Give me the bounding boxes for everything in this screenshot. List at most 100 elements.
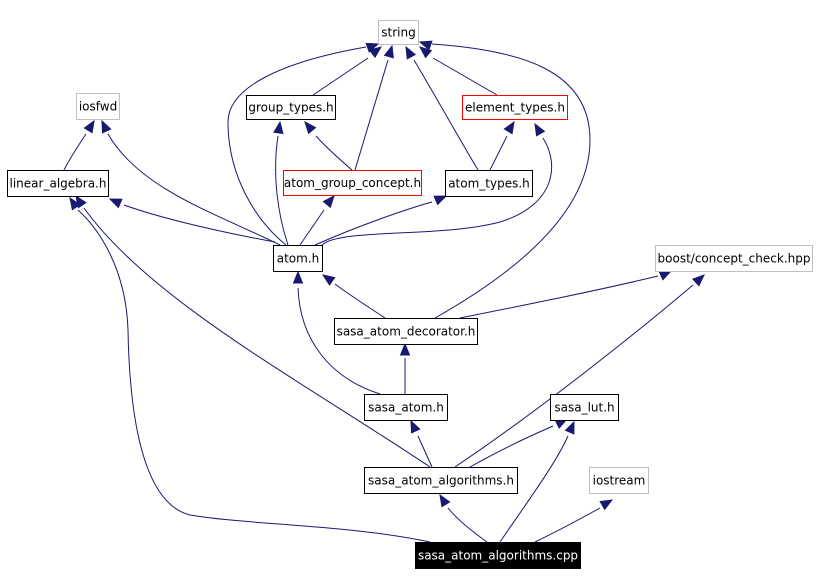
edge-line — [312, 57, 369, 96]
edge-atom-types-to-string — [405, 45, 479, 171]
node-iostream: iostream — [589, 467, 649, 494]
edge-sasa-atom-algorithms-h-to-sasa-lut — [469, 418, 569, 468]
edge-linear-algebra-to-iosfwd — [63, 119, 95, 171]
node-box — [415, 542, 581, 569]
edge-line — [417, 435, 433, 468]
node-box — [364, 394, 448, 421]
edge-arrowhead — [399, 342, 411, 356]
edge-line — [447, 507, 488, 543]
edge-line — [534, 507, 601, 543]
node-box — [283, 170, 422, 196]
edge-arrowhead — [658, 270, 673, 281]
edge-arrowhead — [691, 274, 705, 287]
node-box — [76, 93, 120, 120]
node-sasa-lut[interactable]: sasa_lut.h — [550, 394, 619, 421]
edge-line — [431, 43, 591, 319]
node-box — [364, 467, 518, 494]
node-atom-types[interactable]: atom_types.h — [445, 170, 533, 197]
node-sasa-atom[interactable]: sasa_atom.h — [364, 394, 448, 421]
edge-atom-group-concept-to-group-types — [304, 120, 353, 171]
edge-atom-to-element-types — [321, 122, 553, 246]
edge-sasa-atom-decorator-to-boost-concept-check — [459, 270, 673, 319]
edge-atom-to-iosfwd — [101, 119, 281, 246]
nodes-layer: string iosfwd group_types.h element_types.h… — [7, 20, 813, 569]
edge-arrowhead — [599, 499, 614, 511]
node-box — [589, 467, 649, 494]
edge-line — [489, 135, 508, 171]
edge-line — [321, 137, 553, 246]
node-boost-concept-check: boost/concept_check.hpp — [655, 245, 813, 272]
node-box — [273, 245, 323, 272]
edge-atom-group-concept-to-string — [354, 44, 394, 171]
node-string: string — [378, 20, 419, 45]
edge-line — [469, 425, 554, 468]
edge-atom-to-linear-algebra — [108, 198, 276, 243]
edge-line — [454, 284, 694, 468]
edge-arrowhead — [365, 42, 380, 53]
node-atom[interactable]: atom.h — [273, 245, 323, 272]
node-sasa-atom-decorator[interactable]: sasa_atom_decorator.h — [334, 318, 478, 345]
node-label: linear_algebra.h — [10, 177, 107, 191]
node-label: string — [381, 26, 415, 40]
edge-arrowhead — [433, 195, 448, 206]
node-box — [7, 170, 109, 197]
edge-arrowhead — [439, 493, 451, 508]
edge-line — [354, 59, 389, 171]
node-box — [378, 20, 419, 45]
edge-arrowhead — [418, 46, 433, 59]
edge-arrowhead — [83, 119, 95, 134]
node-label: sasa_atom_algorithms.h — [368, 474, 514, 488]
edge-line — [334, 283, 386, 319]
node-label: sasa_atom_algorithms.cpp — [418, 549, 578, 563]
edge-atom-to-atom-types — [314, 195, 448, 246]
edge-line — [413, 59, 479, 171]
edge-arrowhead — [101, 119, 112, 134]
edge-atom-to-string — [227, 42, 380, 246]
node-atom-group-concept[interactable]: atom_group_concept.h — [283, 170, 422, 196]
edge-sasa-atom-decorator-to-atom — [321, 274, 386, 319]
edge-arrowhead — [405, 45, 417, 60]
edge-line — [297, 287, 381, 395]
node-label: boost/concept_check.hpp — [658, 252, 811, 266]
node-label: atom.h — [277, 252, 320, 266]
node-box — [550, 394, 619, 421]
edge-sasa-atom-algorithms-cpp-to-linear-algebra — [69, 196, 431, 543]
edge-arrowhead — [69, 196, 81, 211]
node-label: element_types.h — [465, 101, 565, 115]
node-label: atom_group_concept.h — [284, 176, 421, 190]
node-sasa-atom-algorithms-cpp[interactable]: sasa_atom_algorithms.cpp — [415, 542, 581, 569]
edge-arrowhead — [108, 198, 123, 209]
edge-sasa-atom-decorator-to-string — [418, 40, 591, 319]
edge-line — [315, 135, 353, 171]
edge-line — [314, 201, 433, 246]
edge-arrowhead — [503, 120, 515, 135]
edge-line — [227, 46, 367, 246]
edge-group-types-to-string — [312, 46, 383, 96]
edge-sasa-atom-to-atom — [292, 270, 381, 395]
edge-sasa-atom-algorithms-cpp-to-sasa-atom-algorithms-h — [439, 493, 488, 543]
node-label: sasa_atom.h — [368, 401, 444, 415]
edge-line — [107, 133, 281, 246]
node-label: iostream — [593, 474, 646, 488]
node-label: iosfwd — [79, 100, 117, 114]
edge-atom-to-group-types — [273, 120, 289, 246]
edge-line — [63, 133, 87, 171]
node-box — [246, 95, 336, 120]
node-linear-algebra[interactable]: linear_algebra.h — [7, 170, 109, 197]
edge-arrowhead — [322, 194, 335, 209]
edge-line — [299, 209, 325, 246]
edge-sasa-atom-algorithms-cpp-to-sasa-lut — [499, 420, 575, 543]
node-label: atom_types.h — [448, 177, 530, 191]
edge-sasa-atom-algorithms-cpp-to-iostream — [534, 499, 614, 543]
edge-arrowhead — [534, 122, 546, 137]
edge-atom-types-to-element-types — [489, 120, 515, 171]
edges-layer — [63, 40, 705, 543]
edge-sasa-atom-algorithms-h-to-boost-concept-check — [454, 274, 705, 468]
edge-sasa-atom-to-sasa-atom-decorator — [399, 342, 411, 394]
node-element-types[interactable]: element_types.h — [462, 95, 568, 120]
node-group-types[interactable]: group_types.h — [246, 95, 336, 120]
node-sasa-atom-algorithms-h[interactable]: sasa_atom_algorithms.h — [364, 467, 518, 494]
edge-element-types-to-string — [418, 46, 498, 96]
edge-line — [275, 135, 289, 246]
edge-line — [77, 209, 431, 543]
